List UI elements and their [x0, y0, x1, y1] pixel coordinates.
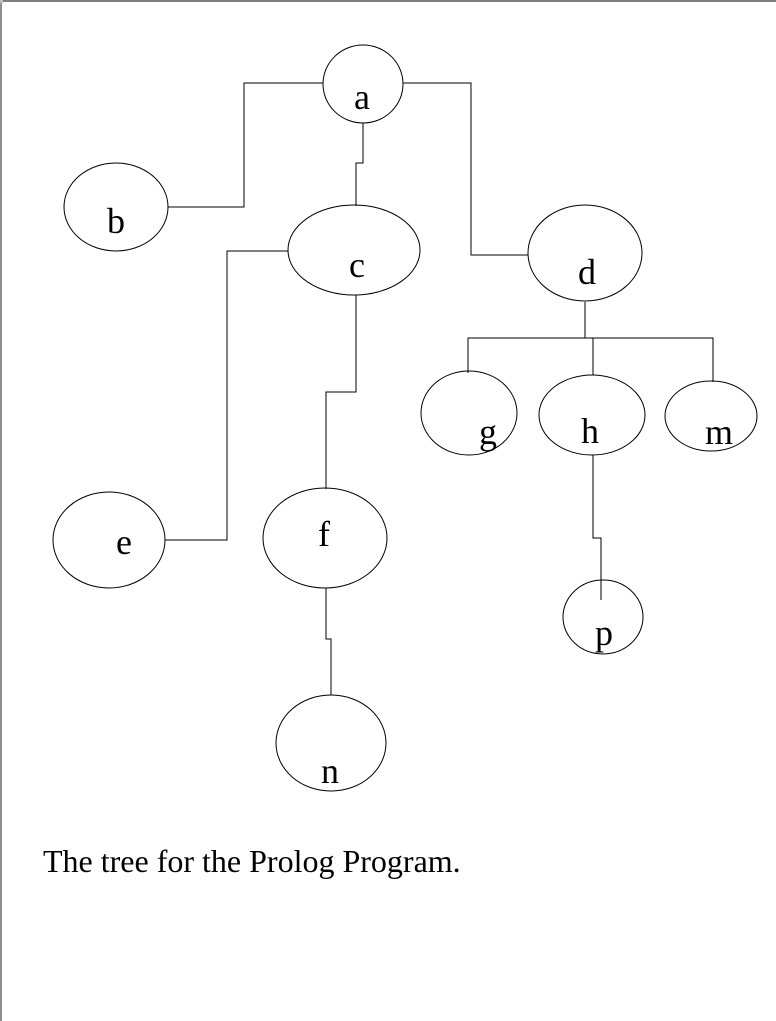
tree-node-m: m — [664, 380, 758, 452]
node-ellipse-h — [538, 374, 646, 456]
node-label-f: f — [318, 514, 330, 554]
node-label-b: b — [107, 201, 125, 241]
tree-edge-d-g — [467, 302, 586, 373]
tree-edge-c-e — [165, 250, 288, 541]
tree-edge-f-n — [325, 588, 332, 695]
tree-node-e: e — [52, 491, 166, 589]
node-label-n: n — [321, 751, 339, 791]
tree-node-c: c — [287, 204, 421, 296]
node-label-c: c — [349, 245, 365, 285]
tree-edge-a-c — [355, 123, 364, 206]
tree-node-n: n — [275, 694, 387, 792]
node-ellipse-f — [262, 487, 388, 589]
tree-edge-c-f — [325, 295, 357, 489]
node-label-m: m — [705, 412, 733, 452]
node-label-h: h — [581, 411, 599, 451]
tree-node-g: g — [420, 370, 518, 456]
tree-edge-a-b — [168, 82, 323, 208]
node-ellipse-c — [287, 204, 421, 296]
node-ellipse-p — [562, 579, 644, 655]
node-label-g: g — [479, 412, 497, 452]
node-ellipse-d — [527, 204, 643, 302]
window-border-left — [0, 0, 2, 1021]
tree-node-p: p — [562, 579, 644, 655]
window-border-top — [0, 0, 776, 2]
node-label-d: d — [578, 252, 596, 292]
node-ellipse-e — [52, 491, 166, 589]
tree-node-a: a — [322, 44, 404, 124]
node-label-a: a — [354, 77, 370, 117]
tree-node-f: f — [262, 487, 388, 589]
tree-edge-h-p — [592, 455, 602, 600]
tree-node-h: h — [538, 374, 646, 456]
tree-edge-d-m — [584, 302, 714, 382]
node-label-e: e — [116, 522, 132, 562]
node-label-p: p — [595, 613, 613, 653]
tree-edge-a-d — [403, 82, 528, 256]
window-border-corner — [0, 0, 3, 3]
node-ellipse-m — [664, 380, 758, 452]
diagram-caption: The tree for the Prolog Program. — [43, 843, 461, 879]
node-ellipse-g — [420, 370, 518, 456]
tree-node-b: b — [63, 162, 169, 252]
tree-node-d: d — [527, 204, 643, 302]
